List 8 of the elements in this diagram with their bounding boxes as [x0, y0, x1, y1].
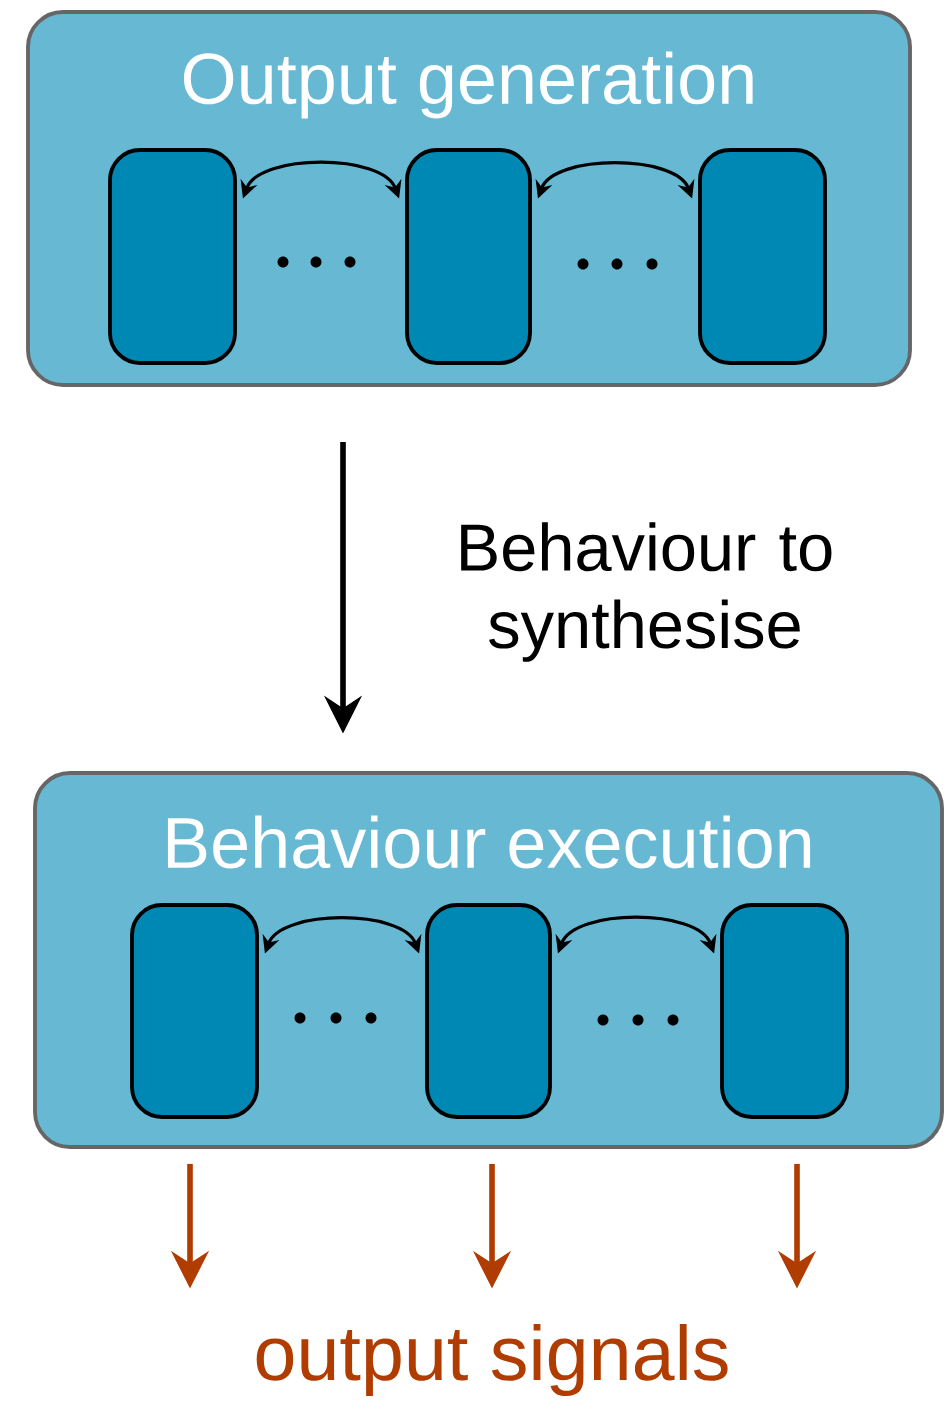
edge-label: Behaviour to synthesise [461, 522, 832, 662]
box [425, 903, 552, 1119]
box [130, 903, 259, 1119]
box [108, 148, 237, 365]
output-label: output signals [256, 1323, 728, 1397]
box [698, 148, 827, 365]
box [405, 148, 532, 365]
box [720, 903, 849, 1119]
